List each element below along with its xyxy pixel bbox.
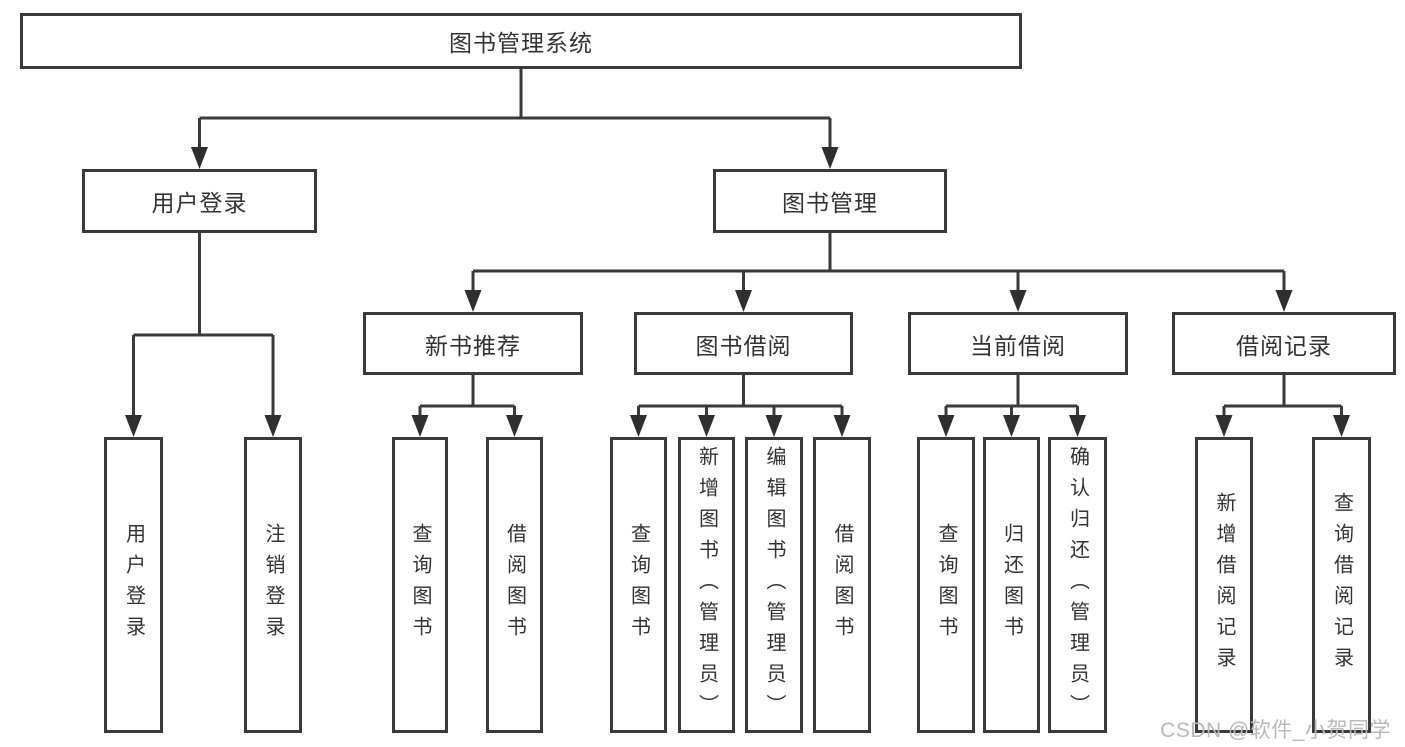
arrowhead-icon	[698, 415, 715, 437]
arrowhead-icon	[1009, 290, 1027, 312]
arrowhead-icon	[506, 415, 523, 437]
node-new-book-rec: 新书推荐	[363, 312, 583, 375]
arrowhead-icon	[464, 290, 482, 312]
watermark: CSDN @软件_小贺同学	[1160, 719, 1391, 742]
connector-bookborrow-to-children	[637, 375, 844, 418]
arrowhead-icon	[735, 290, 752, 312]
arrowhead-icon	[191, 147, 208, 169]
arrowhead-icon	[630, 415, 647, 437]
leaf-confirm-return-label: 确认归还（管理员）	[1066, 445, 1089, 725]
leaf-borrow-book-new: 借阅图书	[486, 437, 543, 733]
leaf-borrow-book-borrow-label: 借阅图书	[831, 523, 853, 647]
leaf-borrow-book-new-label: 借阅图书	[503, 523, 526, 647]
node-new-book-rec-label: 新书推荐	[425, 332, 521, 359]
leaf-query-book-current-label: 查询图书	[935, 523, 957, 647]
arrowhead-icon	[1333, 415, 1350, 437]
arrowhead-icon	[1215, 415, 1233, 437]
leaf-add-book: 新增图书（管理员）	[678, 437, 735, 733]
arrowhead-icon	[1003, 415, 1020, 437]
leaf-query-book-borrow: 查询图书	[610, 437, 667, 733]
node-current-borrow-label: 当前借阅	[970, 332, 1066, 359]
node-root-label: 图书管理系统	[449, 30, 593, 56]
leaf-return-book: 归还图书	[983, 437, 1040, 733]
node-borrow-records-label: 借阅记录	[1236, 332, 1332, 359]
connector-currentborrow-to-children	[944, 375, 1079, 418]
node-book-mgmt: 图书管理	[713, 169, 947, 233]
connector-newbookrec-to-children	[418, 375, 516, 418]
arrowhead-icon	[1275, 290, 1293, 312]
leaf-add-borrow-record-label: 新增借阅记录	[1213, 492, 1235, 678]
leaf-add-borrow-record: 新增借阅记录	[1195, 437, 1253, 733]
leaf-query-borrow-record-label: 查询借阅记录	[1330, 492, 1353, 678]
arrowhead-icon	[1069, 415, 1086, 437]
node-book-borrow: 图书借阅	[634, 312, 853, 375]
node-current-borrow: 当前借阅	[908, 312, 1128, 375]
node-user-login: 用户登录	[82, 169, 317, 233]
connector-borrowrecords-to-children	[1222, 375, 1343, 418]
arrowhead-icon	[411, 415, 429, 437]
node-borrow-records: 借阅记录	[1172, 312, 1396, 375]
leaf-edit-book: 编辑图书（管理员）	[745, 437, 803, 733]
connector-root-to-level2	[198, 69, 832, 150]
leaf-query-book-new-label: 查询图书	[409, 523, 431, 647]
node-user-login-label: 用户登录	[151, 190, 248, 216]
arrowhead-icon	[765, 415, 783, 437]
leaf-edit-book-label: 编辑图书（管理员）	[763, 445, 785, 725]
arrowhead-icon	[833, 415, 851, 437]
node-book-mgmt-label: 图书管理	[782, 190, 878, 216]
leaf-borrow-book-borrow: 借阅图书	[813, 437, 871, 733]
leaf-return-book-label: 归还图书	[1000, 523, 1023, 647]
leaf-query-borrow-record: 查询借阅记录	[1312, 437, 1371, 733]
arrowhead-icon	[937, 415, 955, 437]
node-book-borrow-label: 图书借阅	[695, 332, 792, 359]
leaf-logout: 注销登录	[244, 437, 302, 733]
leaf-query-book-borrow-label: 查询图书	[627, 523, 650, 647]
connector-userlogin-to-children	[132, 233, 275, 418]
arrowhead-icon	[821, 147, 839, 169]
arrowhead-icon	[264, 415, 282, 437]
leaf-query-book-current: 查询图书	[917, 437, 975, 733]
arrowhead-icon	[125, 415, 142, 437]
connector-bookmgmt-to-level3	[471, 233, 1286, 293]
leaf-confirm-return: 确认归还（管理员）	[1048, 437, 1107, 733]
leaf-user-login-label: 用户登录	[122, 523, 145, 647]
node-root: 图书管理系统	[20, 13, 1022, 69]
leaf-add-book-label: 新增图书（管理员）	[695, 445, 718, 725]
leaf-query-book-new: 查询图书	[392, 437, 448, 733]
leaf-logout-label: 注销登录	[262, 523, 284, 647]
leaf-user-login: 用户登录	[104, 437, 163, 733]
